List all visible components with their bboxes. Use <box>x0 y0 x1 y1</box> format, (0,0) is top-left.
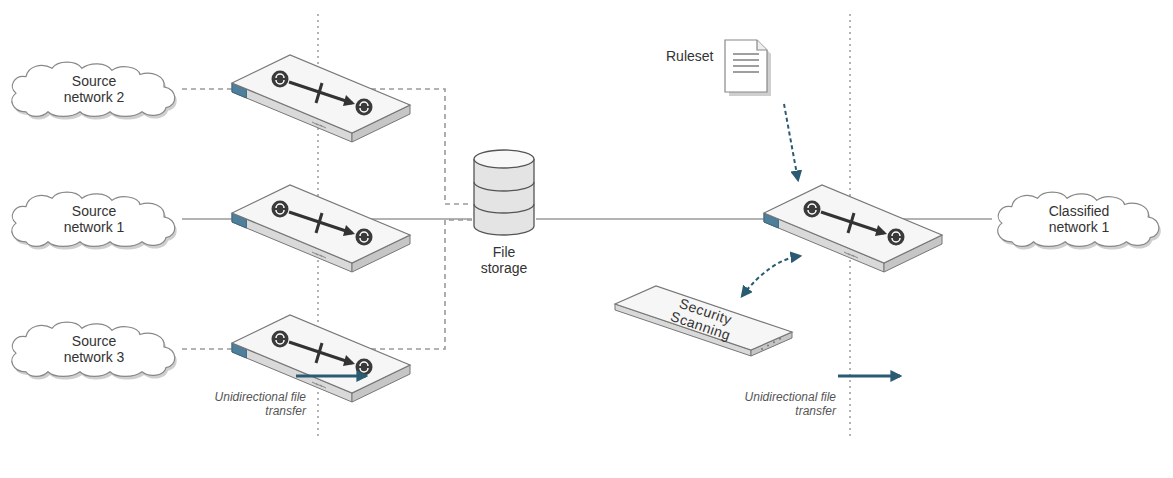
cylinder-band <box>474 182 534 191</box>
scanner-led <box>761 348 763 350</box>
node-label: Source network 3 <box>54 333 134 365</box>
scanner-led <box>767 345 769 347</box>
network-cloud: Classified network 1 <box>992 190 1166 248</box>
scanner-led <box>773 341 775 343</box>
network-cloud: Source network 1 <box>6 190 182 248</box>
node-label: Ruleset <box>666 48 713 64</box>
cylinder-body <box>474 159 534 235</box>
data-diode <box>232 315 410 402</box>
node-label: Source network 2 <box>54 73 134 105</box>
direction-arrow <box>296 375 366 378</box>
scanner-top <box>615 286 792 350</box>
cloud-shape <box>12 192 175 246</box>
data-diode-group <box>232 55 942 402</box>
cloud-shape <box>12 62 175 116</box>
data-diode <box>232 55 410 142</box>
node-label: File storage <box>472 244 536 276</box>
document-icon <box>723 38 773 98</box>
document-line <box>733 53 759 55</box>
cloud-shape <box>998 192 1159 246</box>
node-label: Source network 1 <box>54 203 134 235</box>
document-line <box>733 65 759 67</box>
cloud-shape <box>12 322 175 376</box>
direction-arrow <box>838 375 900 378</box>
cylinder-icon <box>472 148 536 238</box>
network-cloud: Source network 2 <box>6 60 182 118</box>
document-page <box>725 40 767 92</box>
document-fold <box>757 40 767 50</box>
scanner-box: Security Scanning <box>612 282 794 356</box>
document-line <box>733 59 759 61</box>
ruleset-document: Ruleset <box>666 38 773 98</box>
cylinder-band <box>474 204 534 213</box>
cylinder-top <box>474 150 534 168</box>
data-diode <box>232 185 410 272</box>
node-label: Classified network 1 <box>1039 203 1119 235</box>
scanner-led <box>779 338 781 340</box>
ruleset-arrow <box>784 104 798 180</box>
document-line <box>733 71 759 73</box>
data-diode <box>764 185 942 272</box>
network-cloud: Source network 3 <box>6 320 182 378</box>
transfer-caption: Unidirectional file transfer <box>726 390 836 418</box>
scan-arrow <box>742 256 800 296</box>
file-storage: File storage <box>472 148 536 276</box>
transfer-caption: Unidirectional file transfer <box>196 390 306 418</box>
